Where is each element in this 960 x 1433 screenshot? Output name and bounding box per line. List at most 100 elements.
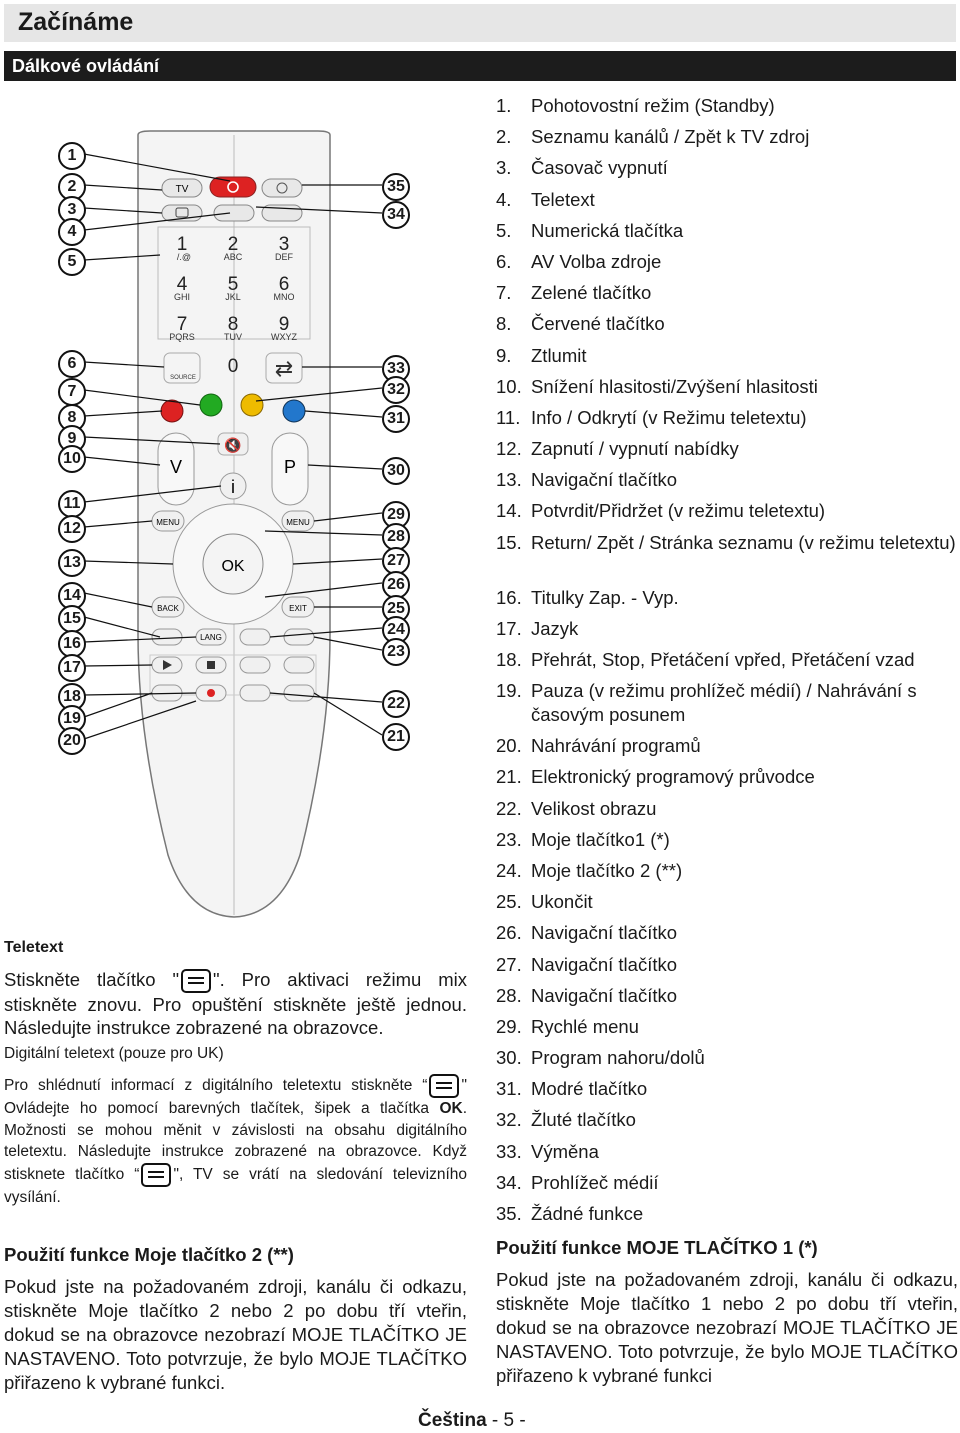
svg-text:ABC: ABC (224, 252, 243, 262)
list-item: 30.Program nahoru/dolů (496, 1047, 705, 1069)
callout-27: 27 (382, 547, 410, 575)
list-item: 19.Pauza (v režimu prohlížeč médií) / Na… (496, 680, 917, 726)
svg-text:DEF: DEF (275, 252, 294, 262)
green-button (199, 393, 223, 417)
callout-1: 1 (58, 142, 86, 170)
callout-17: 17 (58, 654, 86, 682)
teletext-paragraph: Stiskněte tlačítko "". Pro aktivaci reži… (4, 969, 467, 1039)
callout-35: 35 (382, 173, 410, 201)
list-item: 4.Teletext (496, 188, 595, 210)
svg-text:⇄: ⇄ (275, 356, 293, 381)
callout-21: 21 (382, 723, 410, 751)
list-item: 27.Navigační tlačítko (496, 953, 678, 975)
blue-button (282, 399, 306, 423)
program-rocker (271, 432, 309, 506)
svg-text:0: 0 (228, 356, 239, 377)
my-button-1 (283, 628, 315, 646)
epg-button (283, 684, 315, 702)
list-item: 32.Žluté tlačítko (496, 1109, 636, 1131)
list-item: 24.Moje tlačítko 2 (**) (496, 859, 683, 881)
list-item: 8.Červené tlačítko (496, 313, 665, 335)
list-item: 5.Numerická tlačítka (496, 219, 684, 241)
callout-6: 6 (58, 350, 86, 378)
list-item: 7.Zelené tlačítko (496, 282, 652, 304)
callout-4: 4 (58, 218, 86, 246)
source-button (163, 352, 201, 384)
callout-7: 7 (58, 378, 86, 406)
list-item: 20.Nahrávání programů (496, 735, 701, 757)
svg-text:🔇: 🔇 (224, 437, 241, 454)
list-item: 18.Přehrát, Stop, Přetáčení vpřed, Přetá… (496, 649, 915, 670)
remote-illustration: TV 1 2 3 4 5 6 7 8 9 0 /.@ ABC DEF GHI J… (0, 95, 480, 925)
svg-text:WXYZ: WXYZ (271, 332, 298, 342)
svg-text:TUV: TUV (224, 332, 242, 342)
list-item: 6.AV Volba zdroje (496, 250, 662, 272)
svg-text:MNO: MNO (274, 292, 295, 302)
callout-31: 31 (382, 405, 410, 433)
svg-text:LANG: LANG (200, 633, 222, 642)
svg-text:PQRS: PQRS (169, 332, 195, 342)
list-item: 9.Ztlumit (496, 344, 587, 366)
callout-20: 20 (58, 727, 86, 755)
callout-32: 32 (382, 376, 410, 404)
svg-text:9: 9 (279, 314, 290, 335)
ok-button (202, 533, 264, 595)
callout-14: 14 (58, 582, 86, 610)
my-button-2 (239, 628, 271, 646)
list-item: 11.Info / Odkrytí (v Režimu teletextu) (496, 406, 807, 428)
callout-23: 23 (382, 638, 410, 666)
list-item: 3.Časovač vypnutí (496, 157, 668, 179)
svg-text:3: 3 (279, 234, 290, 255)
list-item: 1.Pohotovostní režim (Standby) (496, 95, 775, 116)
list-item: 2.Seznamu kanálů / Zpět k TV zdroj (496, 126, 810, 148)
my-button-2-heading: Použití funkce Moje tlačítko 2 (**) (4, 1244, 294, 1265)
svg-text:V: V (170, 457, 182, 477)
list-item: 16.Titulky Zap. - Vyp. (496, 586, 679, 608)
list-item: 17.Jazyk (496, 617, 579, 639)
my-button-1-heading: Použití funkce MOJE TLAČÍTKO 1 (*) (496, 1237, 818, 1258)
page-title: Začínáme (18, 8, 134, 36)
list-item: 31.Modré tlačítko (496, 1078, 648, 1100)
callout-5: 5 (58, 248, 86, 276)
svg-text:5: 5 (228, 274, 239, 295)
callout-11: 11 (58, 490, 86, 518)
yellow-button (240, 393, 264, 417)
svg-text:BACK: BACK (157, 604, 179, 613)
swap-button (265, 352, 303, 384)
svg-text:MENU: MENU (156, 518, 180, 527)
teletext-icon (429, 1074, 460, 1098)
teletext-heading: Teletext (4, 939, 64, 956)
list-item: 26.Navigační tlačítko (496, 922, 678, 944)
section-bar: Dálkové ovládání (4, 51, 956, 81)
footer-language: Čeština (418, 1410, 487, 1431)
svg-text:4: 4 (177, 274, 188, 295)
svg-text:P: P (284, 457, 296, 477)
media-browser-button (261, 178, 303, 198)
fast-forward-button (283, 656, 315, 674)
list-item: 25.Ukončit (496, 891, 593, 913)
svg-text:1: 1 (177, 234, 188, 255)
list-item: 12.Zapnutí / vypnutí nabídky (496, 438, 739, 460)
remote-svg: TV 1 2 3 4 5 6 7 8 9 0 /.@ ABC DEF GHI J… (83, 130, 383, 918)
list-item: 14.Potvrdit/Přidržet (v režimu teletextu… (496, 500, 826, 522)
section-title: Dálkové ovládání (12, 56, 160, 76)
callout-15: 15 (58, 605, 86, 633)
callout-16: 16 (58, 630, 86, 658)
list-item: 33.Výměna (496, 1140, 599, 1162)
svg-text:2: 2 (228, 234, 239, 255)
list-item: 35.Žádné funkce (496, 1203, 644, 1224)
title-bar: Začínáme (4, 4, 956, 42)
rewind-button (239, 656, 271, 674)
red-button (160, 399, 184, 423)
list-item: 23.Moje tlačítko1 (*) (496, 828, 670, 850)
svg-text:OK: OK (221, 558, 244, 575)
tv-label: TV (176, 184, 189, 195)
svg-text:7: 7 (177, 314, 188, 335)
callout-34: 34 (382, 201, 410, 229)
svg-text:8: 8 (228, 314, 239, 335)
my-button-1-text: Pokud jste na požadovaném zdroji, kanálu… (496, 1269, 958, 1386)
svg-text:6: 6 (279, 274, 290, 295)
callout-12: 12 (58, 515, 86, 543)
callout-10: 10 (58, 445, 86, 473)
list-item: 29.Rychlé menu (496, 1015, 639, 1037)
